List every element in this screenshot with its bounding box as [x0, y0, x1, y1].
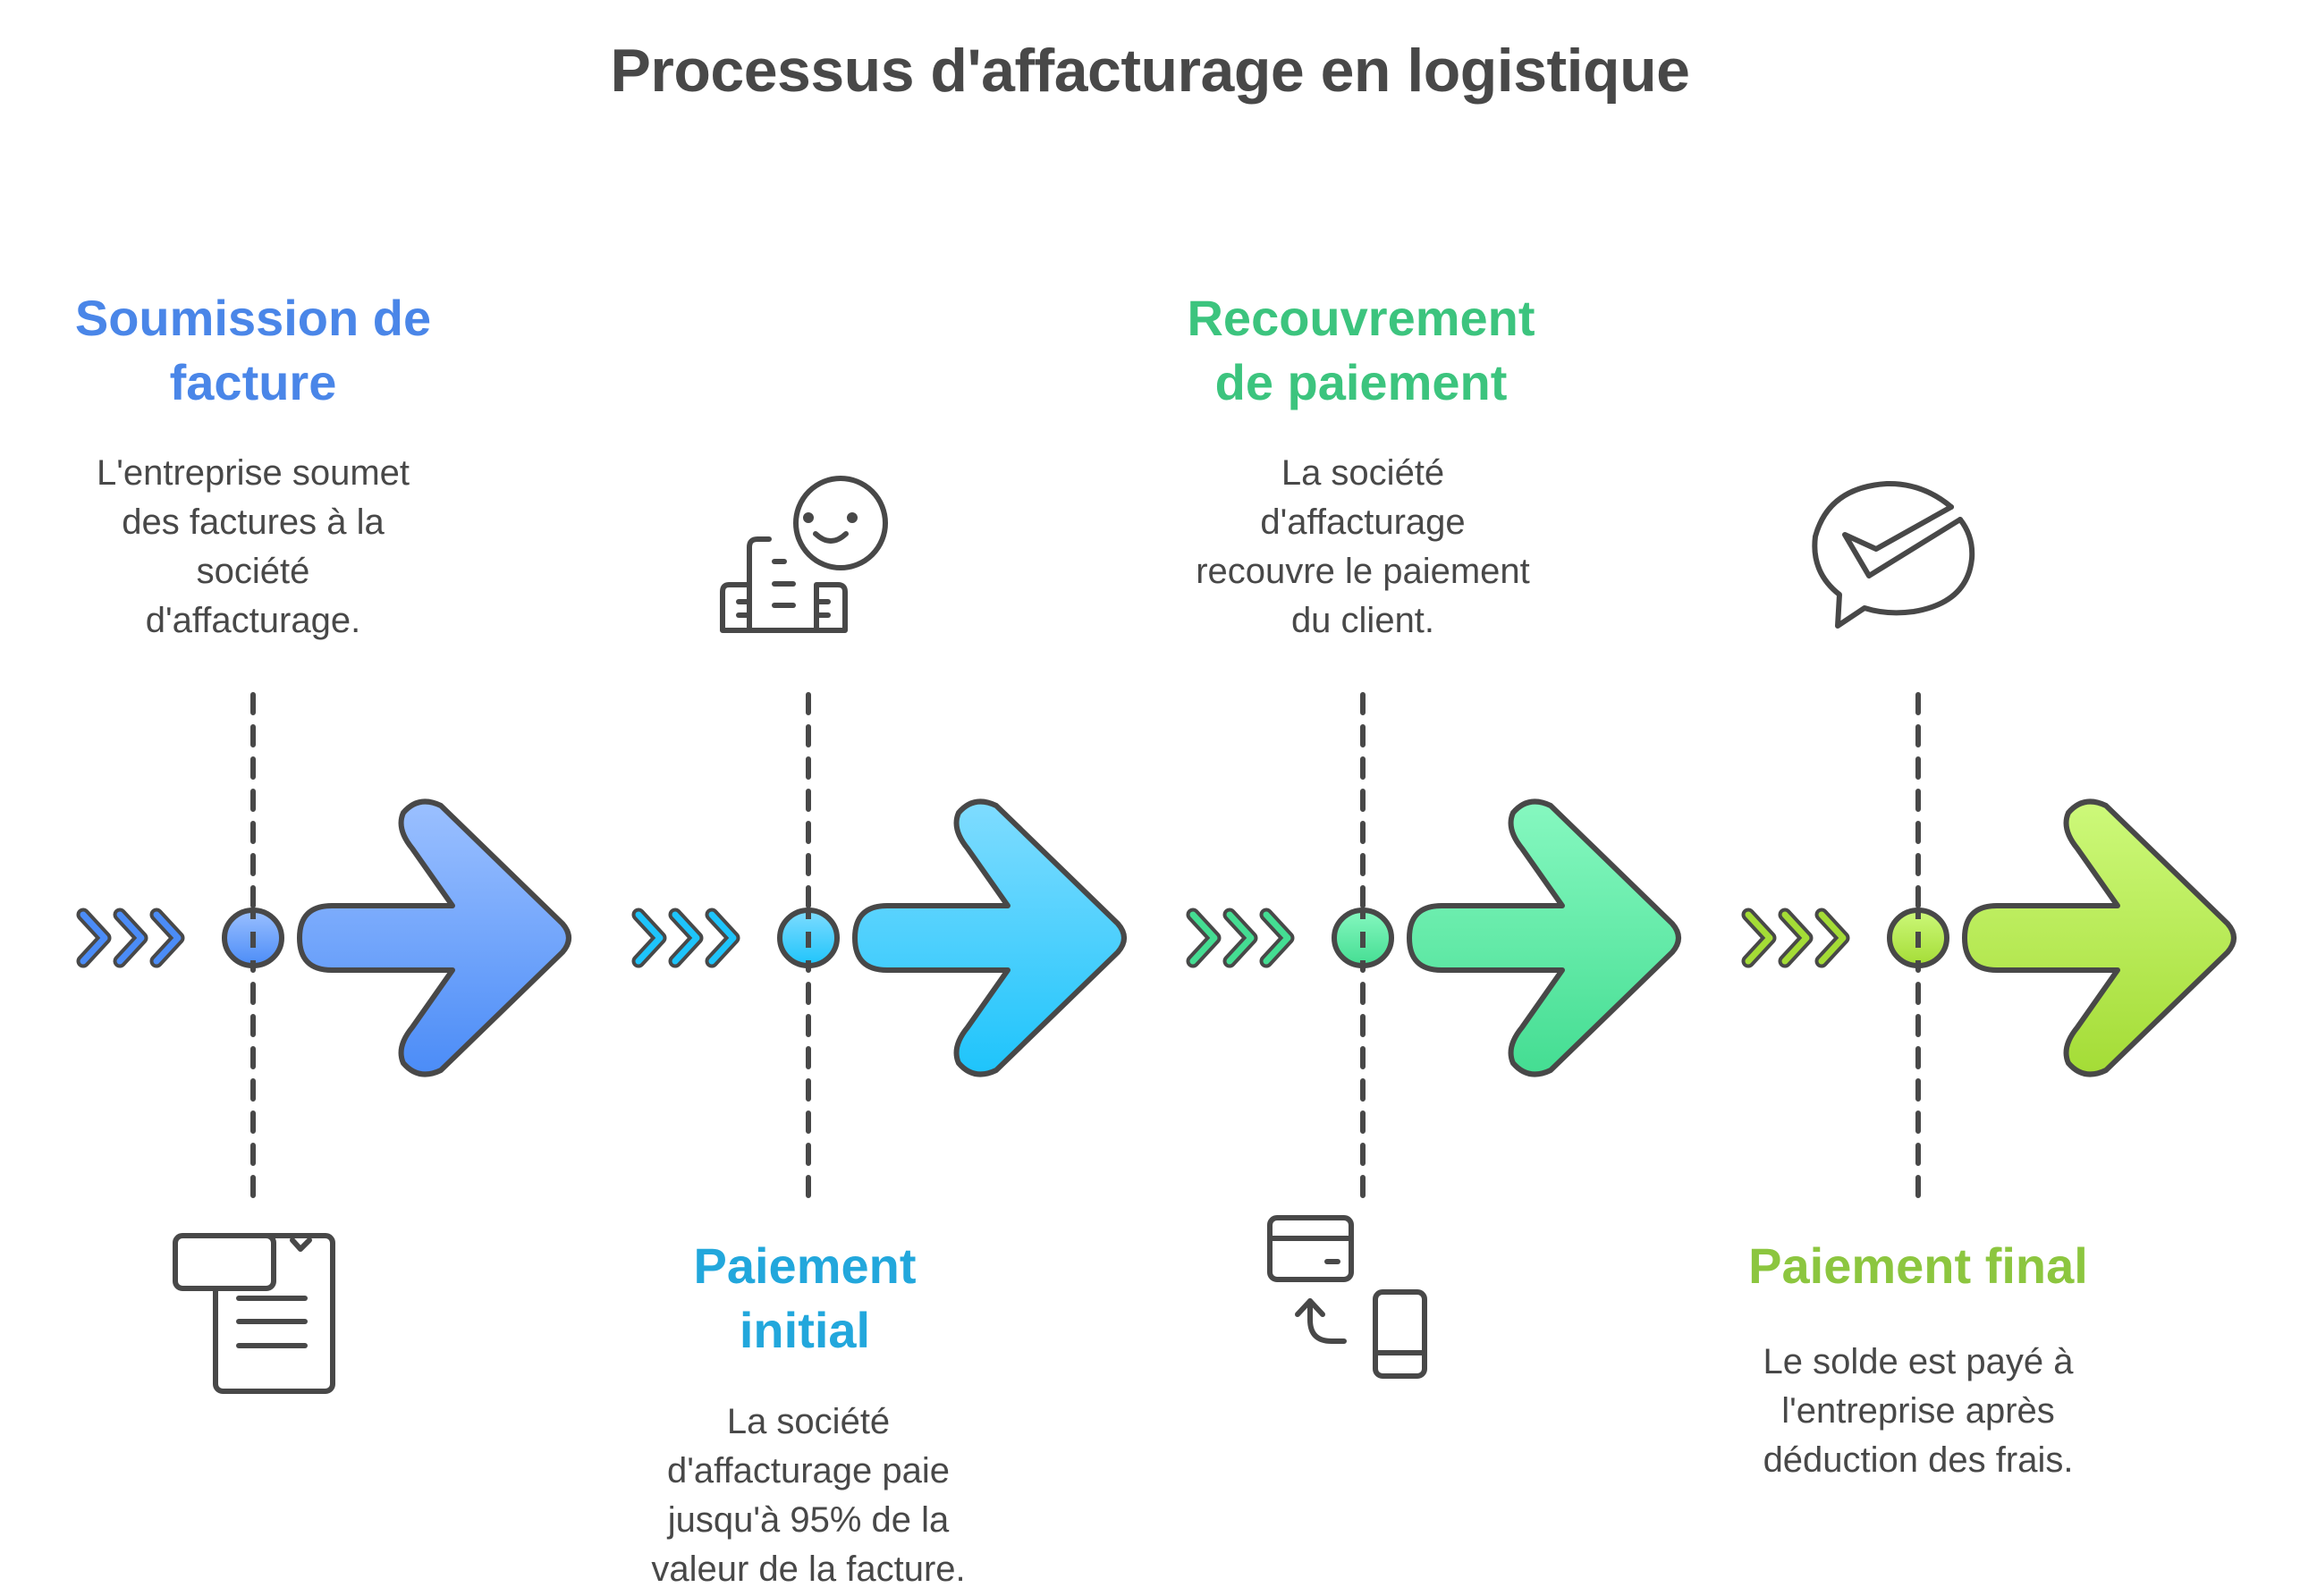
desc-line: L'entreprise soumet	[96, 453, 410, 493]
step-arrow-icon	[1407, 798, 1681, 1077]
step-4-title: Paiement final	[1686, 1234, 2151, 1298]
step-3-description: La société d'affacturage recouvre le pai…	[1148, 449, 1577, 646]
desc-line: d'affacturage.	[145, 601, 361, 640]
step-2-title-line: Paiement	[693, 1237, 917, 1294]
step-3-title-line: Recouvrement	[1187, 290, 1535, 346]
card-phone-transfer-icon	[1267, 1215, 1427, 1379]
step-3-title: Recouvrement de paiement	[1129, 286, 1594, 415]
step-1-marker	[76, 692, 571, 1201]
step-2-marker	[631, 692, 1127, 1201]
step-4-marker	[1741, 692, 2237, 1201]
chat-check-icon	[1812, 480, 1975, 629]
satisfied-company-icon	[720, 476, 888, 633]
step-4-title-line: Paiement final	[1748, 1237, 2088, 1294]
step-arrow-icon	[297, 798, 571, 1077]
step-4-description: Le solde est payé à l'entreprise après d…	[1704, 1338, 2133, 1485]
step-1-description: L'entreprise soumet des factures à la so…	[38, 449, 468, 646]
desc-line: valeur de la facture.	[651, 1550, 966, 1589]
desc-line: des factures à la	[122, 502, 385, 542]
desc-line: La société	[726, 1402, 891, 1441]
desc-line: l'entreprise après	[1781, 1391, 2055, 1431]
desc-line: recouvre le paiement	[1196, 552, 1530, 591]
step-arrow-icon	[852, 798, 1127, 1077]
desc-line: d'affacturage	[1260, 502, 1466, 542]
step-1-title-line: facture	[169, 354, 337, 410]
step-3-title-line: de paiement	[1214, 354, 1508, 410]
desc-line: d'affacturage paie	[666, 1451, 951, 1490]
step-2-description: La société d'affacturage paie jusqu'à 95…	[594, 1398, 1023, 1594]
desc-line: jusqu'à 95% de la	[667, 1500, 950, 1540]
diagram-title: Processus d'affacturage en logistique	[610, 37, 1690, 105]
desc-line: société	[196, 552, 310, 591]
step-3-marker	[1186, 692, 1681, 1201]
desc-line: Le solde est payé à	[1763, 1342, 2074, 1381]
step-1-title: Soumission de facture	[21, 286, 486, 415]
desc-line: du client.	[1290, 601, 1435, 640]
step-1-title-line: Soumission de	[74, 290, 432, 346]
step-2-title-line: initial	[739, 1302, 871, 1358]
desc-line: La société	[1281, 453, 1445, 493]
step-2-title: Paiement initial	[572, 1234, 1037, 1363]
step-arrow-icon	[1962, 798, 2237, 1077]
desc-line: déduction des frais.	[1763, 1440, 2074, 1480]
invoice-document-icon	[173, 1233, 335, 1394]
